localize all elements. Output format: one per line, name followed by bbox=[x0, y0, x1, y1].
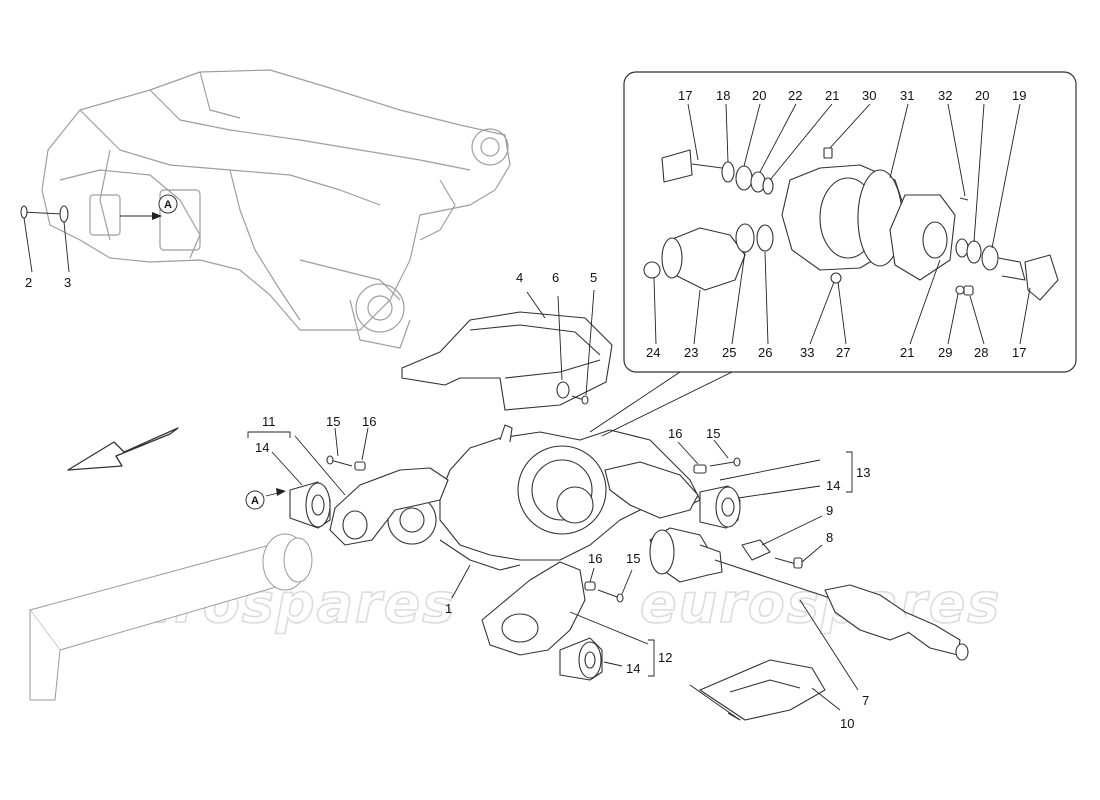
subframe-bolt-2 bbox=[20, 205, 70, 273]
watermark-bottom-right: eurospares bbox=[640, 572, 1001, 635]
shield-fasteners bbox=[526, 289, 595, 405]
callout-12: 12 bbox=[658, 650, 672, 665]
callout-2: 2 bbox=[25, 275, 32, 290]
callout-8: 8 bbox=[826, 530, 833, 545]
inset-callout-18: 18 bbox=[716, 88, 730, 103]
inset-callout-23: 23 bbox=[684, 345, 698, 360]
upper-left-fasteners bbox=[326, 427, 369, 471]
callout-1: 1 bbox=[445, 601, 452, 616]
inset-callout-29: 29 bbox=[938, 345, 952, 360]
inset-callout-27: 27 bbox=[836, 345, 850, 360]
differential-assembly-1 bbox=[387, 424, 701, 571]
callout-15-lower: 15 bbox=[626, 551, 640, 566]
inset-callout-21-top: 21 bbox=[825, 88, 839, 103]
callout-16-lower: 16 bbox=[588, 551, 602, 566]
callout-16-upper-left: 16 bbox=[362, 414, 376, 429]
callout-14-lower: 14 bbox=[626, 661, 640, 676]
callout-9: 9 bbox=[826, 503, 833, 518]
callout-4: 4 bbox=[516, 270, 523, 285]
callout-6: 6 bbox=[552, 270, 559, 285]
inset-callout-22: 22 bbox=[788, 88, 802, 103]
inset-callout-labels: 17 18 20 22 21 30 31 32 20 19 24 23 25 2… bbox=[646, 88, 1026, 360]
inset-callout-20-top-left: 20 bbox=[752, 88, 766, 103]
inset-callout-26: 26 bbox=[758, 345, 772, 360]
callout-14-right: 14 bbox=[826, 478, 840, 493]
inset-callout-17-top: 17 bbox=[678, 88, 692, 103]
marker-a-letter-top: A bbox=[164, 199, 172, 211]
reference-marker-a-bottom: A bbox=[245, 488, 286, 510]
heat-shield-4 bbox=[401, 311, 613, 411]
inset-callout-24: 24 bbox=[646, 345, 660, 360]
propeller-shaft bbox=[29, 533, 313, 701]
inset-callout-28: 28 bbox=[974, 345, 988, 360]
drive-shaft-7 bbox=[649, 527, 969, 691]
front-direction-arrow bbox=[67, 427, 179, 471]
callout-11: 11 bbox=[262, 414, 276, 429]
callout-3: 3 bbox=[64, 275, 71, 290]
inset-callout-21-bottom: 21 bbox=[900, 345, 914, 360]
callout-13: 13 bbox=[856, 465, 870, 480]
callout-15-right: 15 bbox=[706, 426, 720, 441]
callout-10: 10 bbox=[840, 716, 854, 731]
mount-bracket-13 bbox=[604, 439, 821, 529]
callout-14-left: 14 bbox=[255, 440, 269, 455]
callout-5: 5 bbox=[590, 270, 597, 285]
callout-16-right: 16 bbox=[668, 426, 682, 441]
reference-marker-a-top: A bbox=[120, 194, 178, 220]
inset-callout-31: 31 bbox=[900, 88, 914, 103]
inset-callout-17-bottom: 17 bbox=[1012, 345, 1026, 360]
group-brackets bbox=[247, 431, 853, 677]
callout-7: 7 bbox=[862, 693, 869, 708]
callout-15-upper-left: 15 bbox=[326, 414, 340, 429]
inset-callout-30: 30 bbox=[862, 88, 876, 103]
inset-callout-32: 32 bbox=[938, 88, 952, 103]
inset-callout-33: 33 bbox=[800, 345, 814, 360]
inset-callout-25: 25 bbox=[722, 345, 736, 360]
marker-a-letter-bottom: A bbox=[251, 495, 259, 507]
mount-bracket-11 bbox=[271, 435, 449, 546]
guard-plate-10 bbox=[689, 659, 841, 721]
inset-callout-19: 19 bbox=[1012, 88, 1026, 103]
mount-bracket-12 bbox=[481, 561, 649, 681]
inset-detail-box bbox=[589, 71, 1077, 437]
inset-callout-20-top-right: 20 bbox=[975, 88, 989, 103]
rear-subframe bbox=[41, 69, 511, 349]
callout-labels: 2 3 4 6 5 11 14 15 16 16 15 13 14 9 8 16… bbox=[25, 270, 870, 731]
shaft-fasteners bbox=[741, 515, 823, 569]
